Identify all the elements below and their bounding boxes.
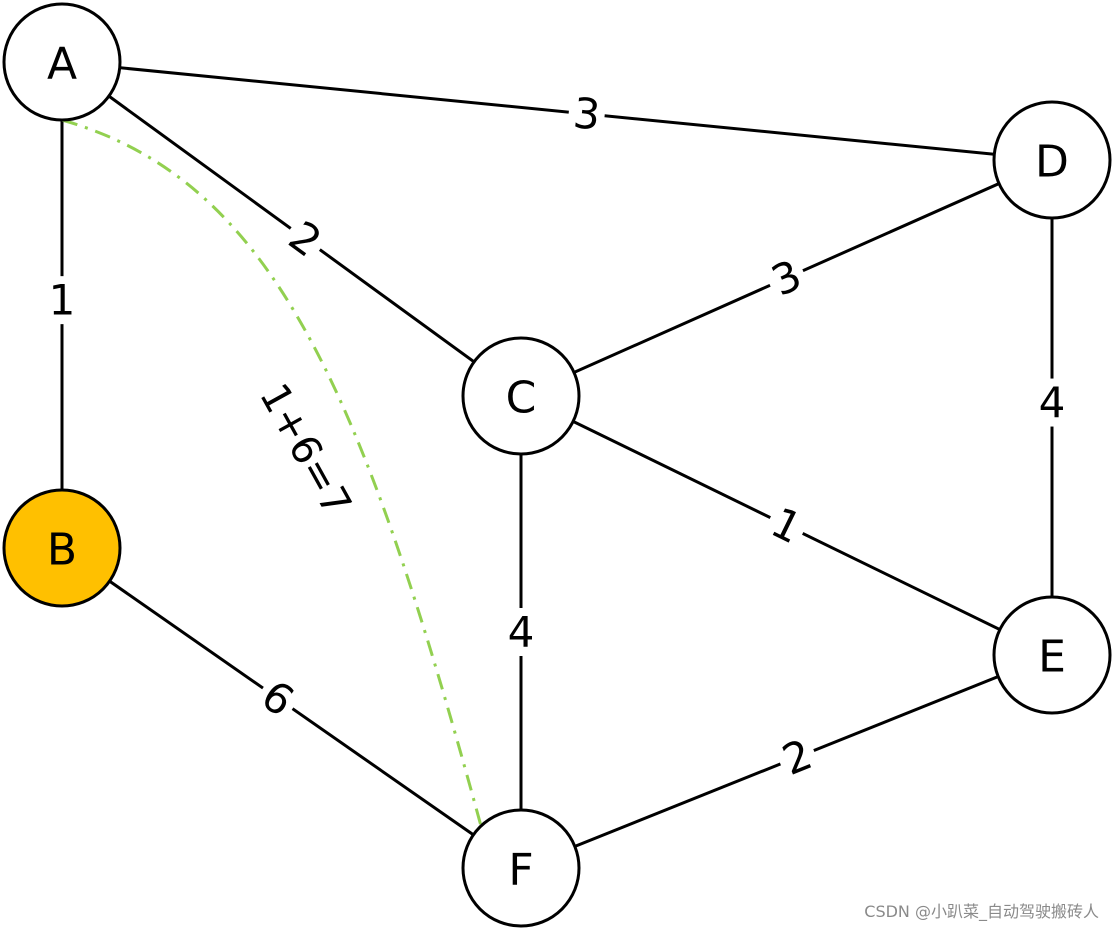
weight-background — [503, 608, 539, 656]
edge-weight-label: 4 — [508, 608, 535, 657]
node-label: B — [47, 525, 77, 576]
watermark: CSDN @小趴菜_自动驾驶搬砖人 — [864, 902, 1099, 921]
node-label: A — [47, 39, 77, 90]
edge-line — [61, 60, 1053, 162]
node-label: E — [1038, 632, 1066, 683]
edge-d-e: 4 — [1034, 160, 1070, 655]
edge-a-d: 3 — [61, 60, 1053, 162]
node-label: F — [508, 845, 533, 896]
node-circle — [992, 100, 1112, 220]
edge-a-b: 1 — [44, 62, 80, 548]
edge-weight-label: 4 — [1039, 378, 1066, 427]
node-circle — [992, 595, 1112, 715]
node-circle — [2, 2, 122, 122]
node-circle — [2, 488, 122, 608]
weight-background — [760, 248, 813, 308]
node-circle — [461, 808, 581, 928]
node-a: A — [2, 2, 122, 122]
path-sum-label: 1+6=7 — [250, 376, 360, 524]
edge-c-d: 3 — [520, 158, 1053, 398]
weight-background — [276, 209, 334, 270]
weight-background — [44, 276, 80, 325]
node-circle — [461, 336, 581, 456]
node-d: D — [992, 100, 1112, 220]
edge-weight-label: 3 — [571, 88, 602, 139]
node-e: E — [992, 595, 1112, 715]
edge-c-e: 1 — [520, 394, 1053, 657]
edge-a-c: 2 — [61, 60, 522, 398]
node-b: B — [2, 488, 122, 608]
weight-background — [566, 88, 607, 140]
edge-f-e: 2 — [520, 653, 1053, 870]
edge-c-f: 4 — [503, 396, 539, 868]
node-c: C — [461, 336, 581, 456]
node-label: C — [506, 373, 537, 424]
weight-background — [759, 496, 814, 555]
weight-background — [1034, 378, 1070, 427]
node-label: D — [1035, 137, 1069, 188]
edge-weight-label: 1 — [49, 276, 76, 325]
edge-b-f: 6 — [61, 546, 522, 870]
weight-background — [771, 728, 823, 787]
node-f: F — [461, 808, 581, 928]
weight-background — [249, 668, 307, 729]
highlighted-path — [61, 118, 483, 827]
